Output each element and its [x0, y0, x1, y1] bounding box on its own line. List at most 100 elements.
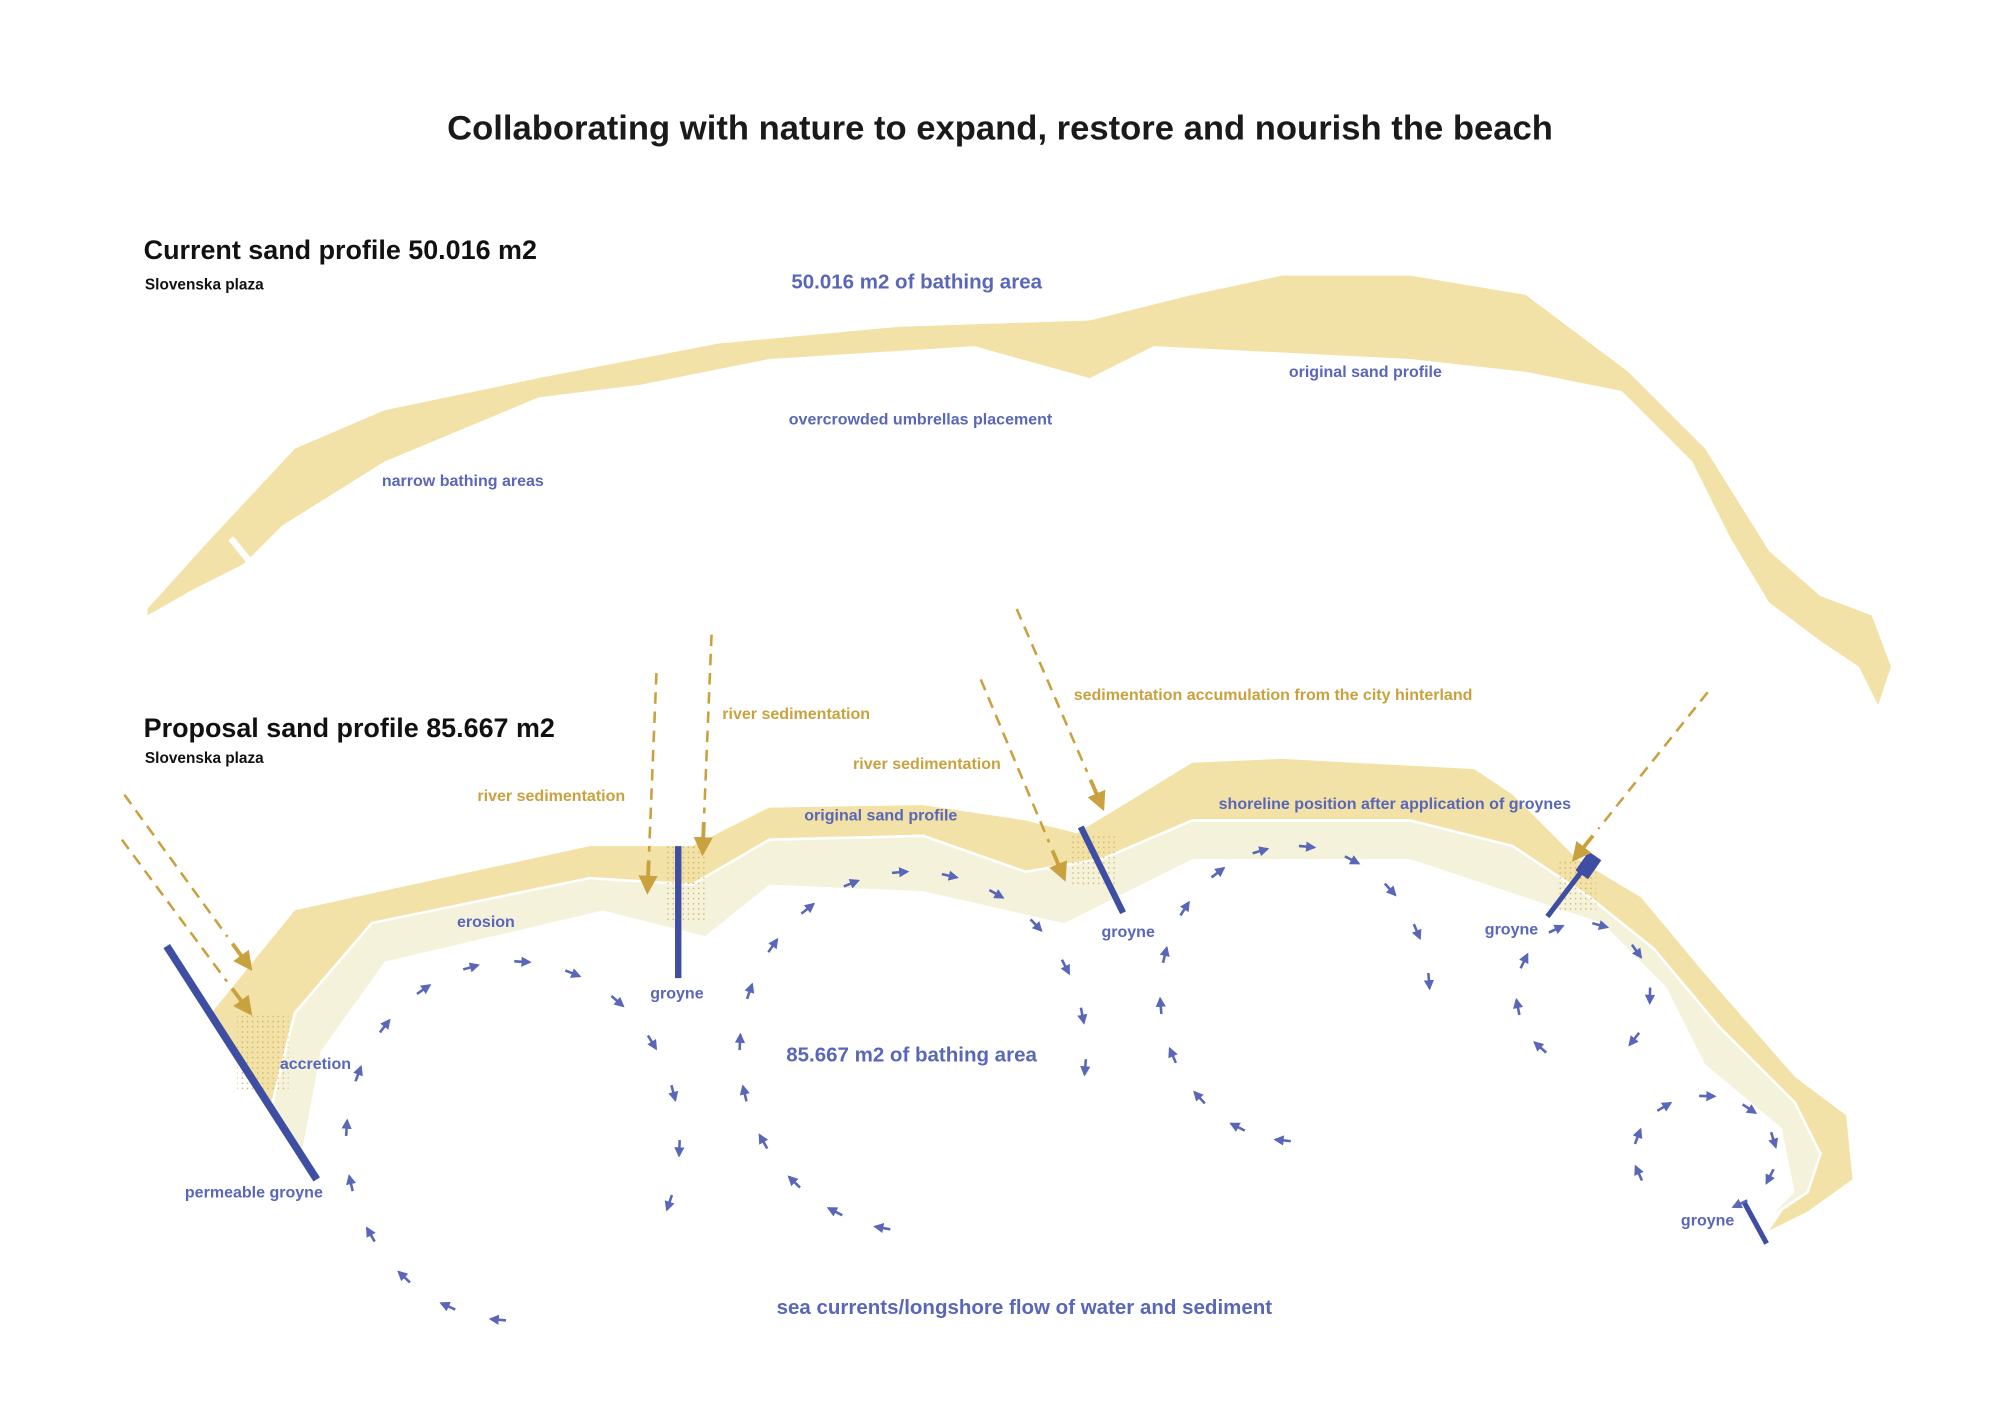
- current-arrow: [758, 1133, 769, 1150]
- current-arrow: [1179, 900, 1190, 917]
- current-arrow: [1344, 855, 1361, 865]
- groyne-label: groyne: [650, 985, 703, 1003]
- current-arrow: [744, 982, 755, 1000]
- current-arrow: [1273, 1135, 1291, 1146]
- proposal-location: Slovenska plaza: [145, 750, 264, 767]
- current-arrows: [341, 841, 1779, 1325]
- current-arrow: [826, 1207, 843, 1217]
- current-arrow: [1731, 1198, 1748, 1209]
- current-arrow: [800, 902, 816, 915]
- original-sand-band: [211, 758, 1853, 1231]
- current-arrow: [1155, 996, 1166, 1015]
- current-arrow: [1656, 1101, 1673, 1112]
- current-arrow: [1591, 920, 1610, 931]
- proposal-profile-section: Proposal sand profile 85.667 m2 Slovensk…: [120, 608, 1853, 1325]
- sediment-arrow: [1571, 834, 1595, 862]
- currents-label: sea currents/longshore flow of water and…: [777, 1296, 1273, 1319]
- current-original-profile-label: original sand profile: [1289, 363, 1442, 381]
- current-arrow: [873, 1223, 891, 1234]
- accretion-dots: [666, 846, 706, 924]
- current-arrow: [416, 984, 432, 995]
- current-arrow: [1632, 1127, 1643, 1145]
- proposal-heading: Proposal sand profile 85.667 m2: [144, 713, 555, 743]
- shoreline-label: shoreline position after application of …: [1219, 795, 1571, 813]
- sediment-flow-line: [979, 678, 1051, 843]
- sediment-arrow: [638, 860, 658, 895]
- current-arrow: [1060, 959, 1071, 976]
- groyne: [1077, 825, 1126, 915]
- current-arrow: [988, 888, 1005, 899]
- current-arrow: [767, 937, 779, 953]
- current-arrow: [1159, 945, 1170, 964]
- beach-gap: [228, 536, 257, 569]
- current-arrow: [341, 1118, 352, 1136]
- groyne-label: groyne: [1681, 1212, 1734, 1230]
- current-arrow: [787, 1175, 801, 1189]
- sediment-flow-line: [1015, 608, 1089, 773]
- current-arrow: [610, 994, 625, 1008]
- accretion-dots: [237, 1012, 289, 1090]
- current-arrow: [514, 956, 532, 967]
- current-arrow: [1411, 923, 1422, 941]
- current-arrow: [1634, 1164, 1644, 1182]
- overcrowded-label: overcrowded umbrellas placement: [789, 410, 1053, 428]
- erosion-label: erosion: [457, 913, 515, 931]
- current-arrow: [674, 1140, 685, 1158]
- current-arrow: [891, 867, 910, 878]
- current-arrow: [462, 962, 480, 973]
- sediment-flow-line: [647, 672, 658, 852]
- current-arrow: [1513, 997, 1524, 1016]
- current-arrow: [1741, 1103, 1758, 1114]
- current-arrow: [646, 1034, 658, 1051]
- current-location: Slovenska plaza: [145, 277, 264, 294]
- current-arrow: [1383, 882, 1397, 897]
- current-arrow: [346, 1174, 357, 1192]
- current-arrow: [843, 879, 861, 889]
- river-sedimentation-label: river sedimentation: [722, 705, 870, 723]
- current-arrow: [668, 1084, 679, 1103]
- sediment-flow-line: [120, 838, 229, 983]
- current-arrow: [1229, 1122, 1246, 1132]
- river-sedimentation-label: river sedimentation: [853, 755, 1001, 773]
- groyne-label: groyne: [1101, 923, 1154, 941]
- current-arrow: [1080, 1059, 1091, 1077]
- groyne-head: [1575, 851, 1602, 880]
- sediment-arrow: [230, 942, 253, 971]
- river-sedimentation-label: river sedimentation: [477, 787, 625, 805]
- current-arrow: [734, 1032, 746, 1051]
- current-heading: Current sand profile 50.016 m2: [144, 235, 537, 265]
- current-arrow: [1519, 952, 1529, 969]
- current-arrow: [1628, 1032, 1641, 1047]
- current-arrow: [1210, 866, 1226, 879]
- diagram-title: Collaborating with nature to expand, res…: [447, 110, 1553, 148]
- current-bathing-area-label: 50.016 m2 of bathing area: [791, 270, 1042, 293]
- current-sand-profile: [147, 275, 1891, 706]
- current-arrow: [564, 968, 582, 978]
- current-arrow: [397, 1270, 411, 1284]
- current-arrow: [353, 1064, 363, 1082]
- sediment-arrow: [693, 821, 713, 857]
- current-arrow: [1630, 943, 1643, 959]
- proposal-bathing-area-label: 85.667 m2 of bathing area: [786, 1043, 1037, 1066]
- current-arrow: [1423, 972, 1435, 991]
- current-arrow: [1168, 1046, 1178, 1064]
- narrow-label: narrow bathing areas: [382, 472, 544, 490]
- sediment-arrow: [230, 987, 253, 1016]
- permeable-groyne-label: permeable groyne: [185, 1183, 323, 1201]
- current-arrow: [365, 1226, 376, 1243]
- sediment-arrow: [1049, 849, 1068, 882]
- sediment-flow-line: [123, 794, 229, 938]
- hinterland-label: sedimentation accumulation from the city…: [1074, 686, 1473, 704]
- sediment-flow-line: [1597, 691, 1709, 830]
- current-arrow: [1765, 1168, 1775, 1185]
- current-arrow: [1077, 1007, 1088, 1025]
- current-arrow: [439, 1301, 456, 1312]
- current-arrow: [378, 1018, 391, 1034]
- permeable-groyne: [163, 944, 320, 1182]
- current-arrow: [941, 870, 959, 881]
- current-arrow: [1029, 918, 1043, 933]
- current-arrow: [1768, 1131, 1779, 1149]
- current-profile-section: Current sand profile 50.016 m2 Slovenska…: [144, 235, 1891, 706]
- groyne: [1741, 1199, 1769, 1245]
